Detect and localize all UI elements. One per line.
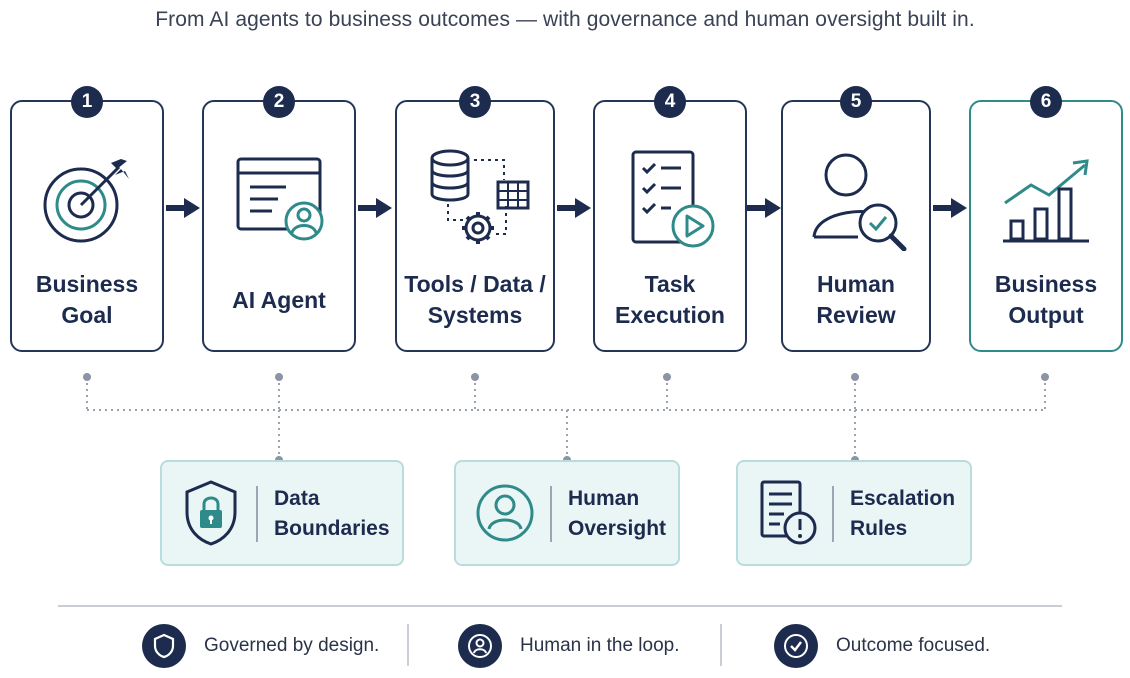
database-gear-icon [430,149,530,244]
governance-label: Human Oversight [568,487,667,540]
step-number-badge: 5 [840,86,872,118]
footer-item-governed: Governed by design. [142,622,379,670]
governance-label: Data Boundaries [274,487,390,540]
footer-item-human-loop: Human in the loop. [458,622,680,670]
step-label: Task Execution [615,271,725,328]
step-number-badge: 2 [263,86,295,118]
step-label: Business Output [994,271,1098,328]
step-label: Tools / Data / Systems [404,271,546,328]
governance-label: Escalation Rules [850,487,956,540]
arrow-right-icon [166,198,200,218]
target-icon [43,159,129,243]
person-icon [468,634,492,658]
footer-separator [407,624,409,666]
governance-escalation-rules: Escalation Rules [736,460,972,566]
step-task-execution: 4 Task Execution [593,86,747,352]
shield-lock-icon [185,480,237,546]
footer-text: Governed by design. [204,635,380,656]
step-number-badge: 4 [654,86,686,118]
step-business-output: 6 Business Output [969,86,1123,352]
check-circle-icon [784,634,808,658]
diagram-subtitle: From AI agents to business outcomes — wi… [155,8,975,31]
step-label: Human Review [816,271,896,328]
step-ai-agent: 2 AI Agent [202,86,356,352]
agent-window-icon [236,157,324,241]
growth-chart-icon [1003,159,1089,243]
footer-item-outcome: Outcome focused. [774,622,990,670]
footer-text: Human in the loop. [520,635,680,656]
footer-text: Outcome focused. [836,635,991,656]
checklist-play-icon [631,150,715,248]
arrow-right-icon [557,198,591,218]
step-tools-data-systems: 3 [395,86,555,352]
step-number-badge: 3 [459,86,491,118]
document-alert-icon [760,480,817,545]
arrow-right-icon [747,198,781,218]
step-label: AI Agent [232,286,326,313]
step-number-badge: 6 [1030,86,1062,118]
step-human-review: 5 Human Review [781,86,931,352]
governance-human-oversight: Human Oversight [454,460,680,566]
arrow-right-icon [358,198,392,218]
divider [256,486,258,542]
divider [832,486,834,542]
shield-icon [153,633,175,659]
footer-divider [58,605,1062,607]
step-number-badge: 1 [71,86,103,118]
footer-separator [720,624,722,666]
person-circle-icon [476,484,534,542]
step-label: Business Goal [35,271,139,328]
governance-data-boundaries: Data Boundaries [160,460,404,566]
step-business-goal: 1 Business Goal [10,86,164,352]
arrow-right-icon [933,198,967,218]
divider [550,486,552,542]
person-magnifier-icon [812,153,907,251]
